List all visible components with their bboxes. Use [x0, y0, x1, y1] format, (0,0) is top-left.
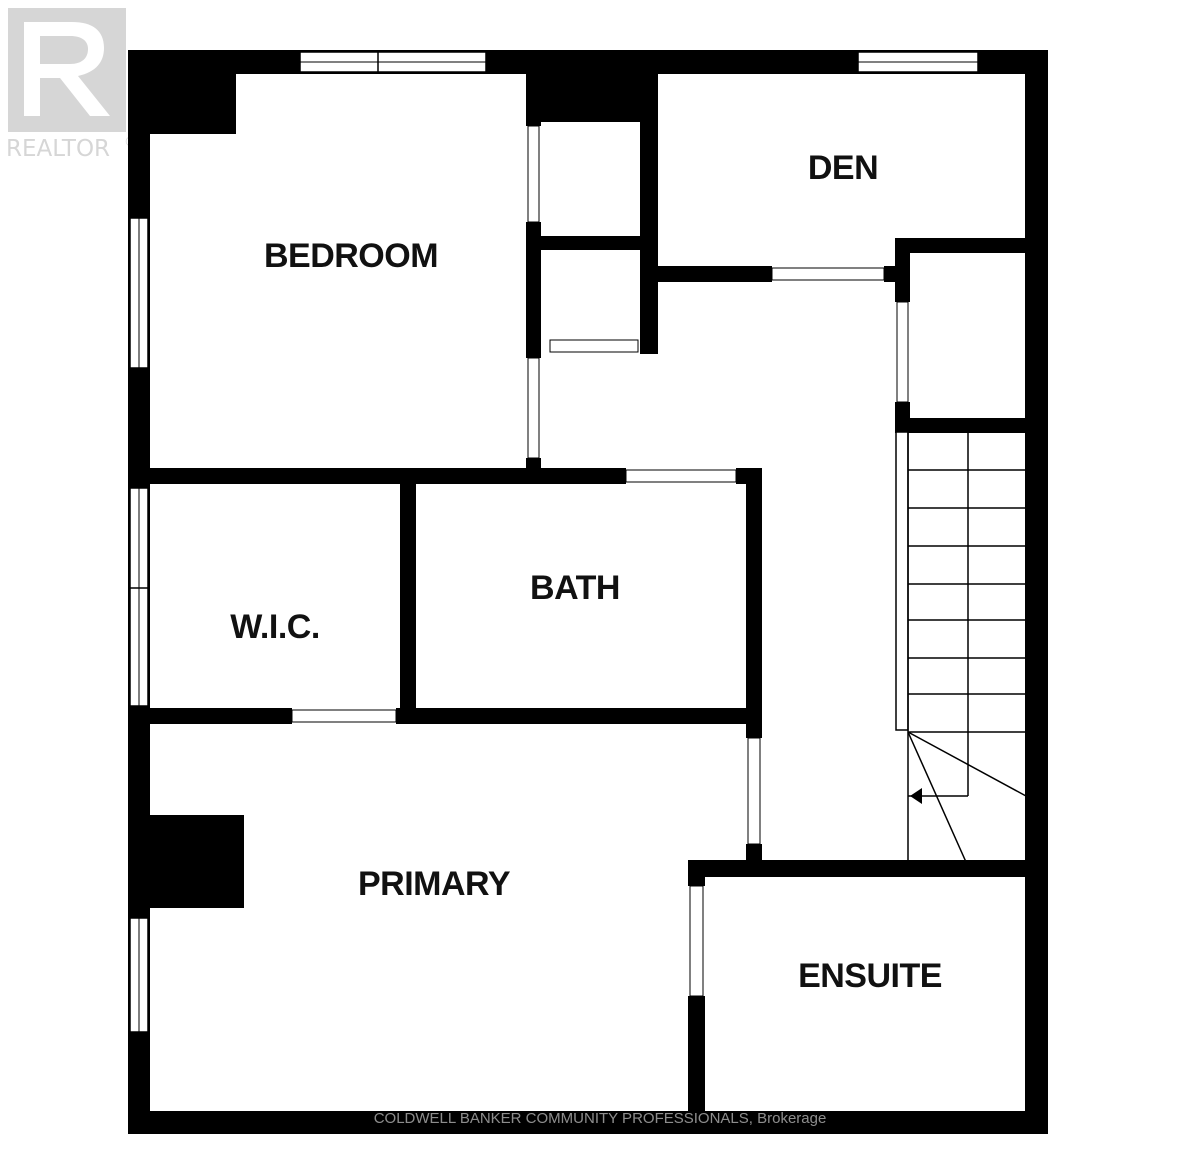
door-linen-right	[896, 301, 909, 403]
door-bedroom-hall	[527, 357, 540, 459]
wall-bath-right	[746, 468, 762, 738]
wall-den-bottom-left	[640, 266, 772, 282]
room-label-bath: BATH	[530, 569, 620, 607]
door-ensuite	[689, 885, 704, 997]
door-wic	[291, 709, 397, 723]
room-label-bedroom: BEDROOM	[264, 237, 438, 275]
wall-den-left	[640, 72, 658, 282]
realtor-r-logo	[8, 8, 126, 132]
wall-linen-top	[895, 238, 1027, 253]
wall-ensuite-top	[688, 860, 1048, 877]
door-bedroom-closet	[527, 125, 540, 223]
wall-bedroom-bottom	[128, 468, 626, 484]
exterior-wall-right	[1025, 50, 1048, 1134]
room-label-primary: PRIMARY	[358, 865, 511, 903]
brokerage-watermark: COLDWELL BANKER COMMUNITY PROFESSIONALS,…	[374, 1110, 827, 1127]
door-primary-hall	[747, 737, 761, 845]
door-bath	[625, 469, 737, 483]
interior-walls	[128, 72, 1048, 1134]
wall-stair-top	[895, 418, 1027, 433]
wall-ensuite-left-lower	[688, 996, 705, 1134]
windows	[129, 51, 979, 1033]
wall-bedroom-right-mid	[526, 222, 541, 358]
wall-linen-left-upper	[895, 238, 910, 302]
realtor-logo: REALTOR ®	[6, 8, 137, 162]
wall-ensuite-left-upper	[688, 860, 705, 886]
wall-wic-bottom-right	[396, 708, 762, 724]
wall-bedroom-right-upper	[526, 72, 541, 126]
door-openings	[291, 125, 909, 997]
room-label-wic: W.I.C.	[230, 608, 320, 646]
stair-rail	[895, 431, 909, 731]
wall-closet-divider	[526, 236, 658, 250]
room-labels: BEDROOM DEN W.I.C. BATH PRIMARY ENSUITE	[230, 149, 942, 995]
wall-wic-bottom-left	[128, 708, 292, 724]
column-bedroom-corner	[148, 72, 236, 134]
realtor-logo-text: REALTOR	[6, 136, 110, 162]
room-label-den: DEN	[808, 149, 878, 187]
column-closet-top	[526, 72, 658, 122]
door-linen	[549, 339, 639, 353]
exterior-wall-bottom	[128, 1111, 1048, 1134]
column-primary	[148, 815, 244, 908]
door-den	[771, 267, 885, 281]
staircase	[895, 431, 1027, 863]
stair-direction-arrow-icon	[910, 788, 922, 804]
wall-wic-right	[400, 468, 416, 722]
room-label-ensuite: ENSUITE	[798, 957, 942, 995]
